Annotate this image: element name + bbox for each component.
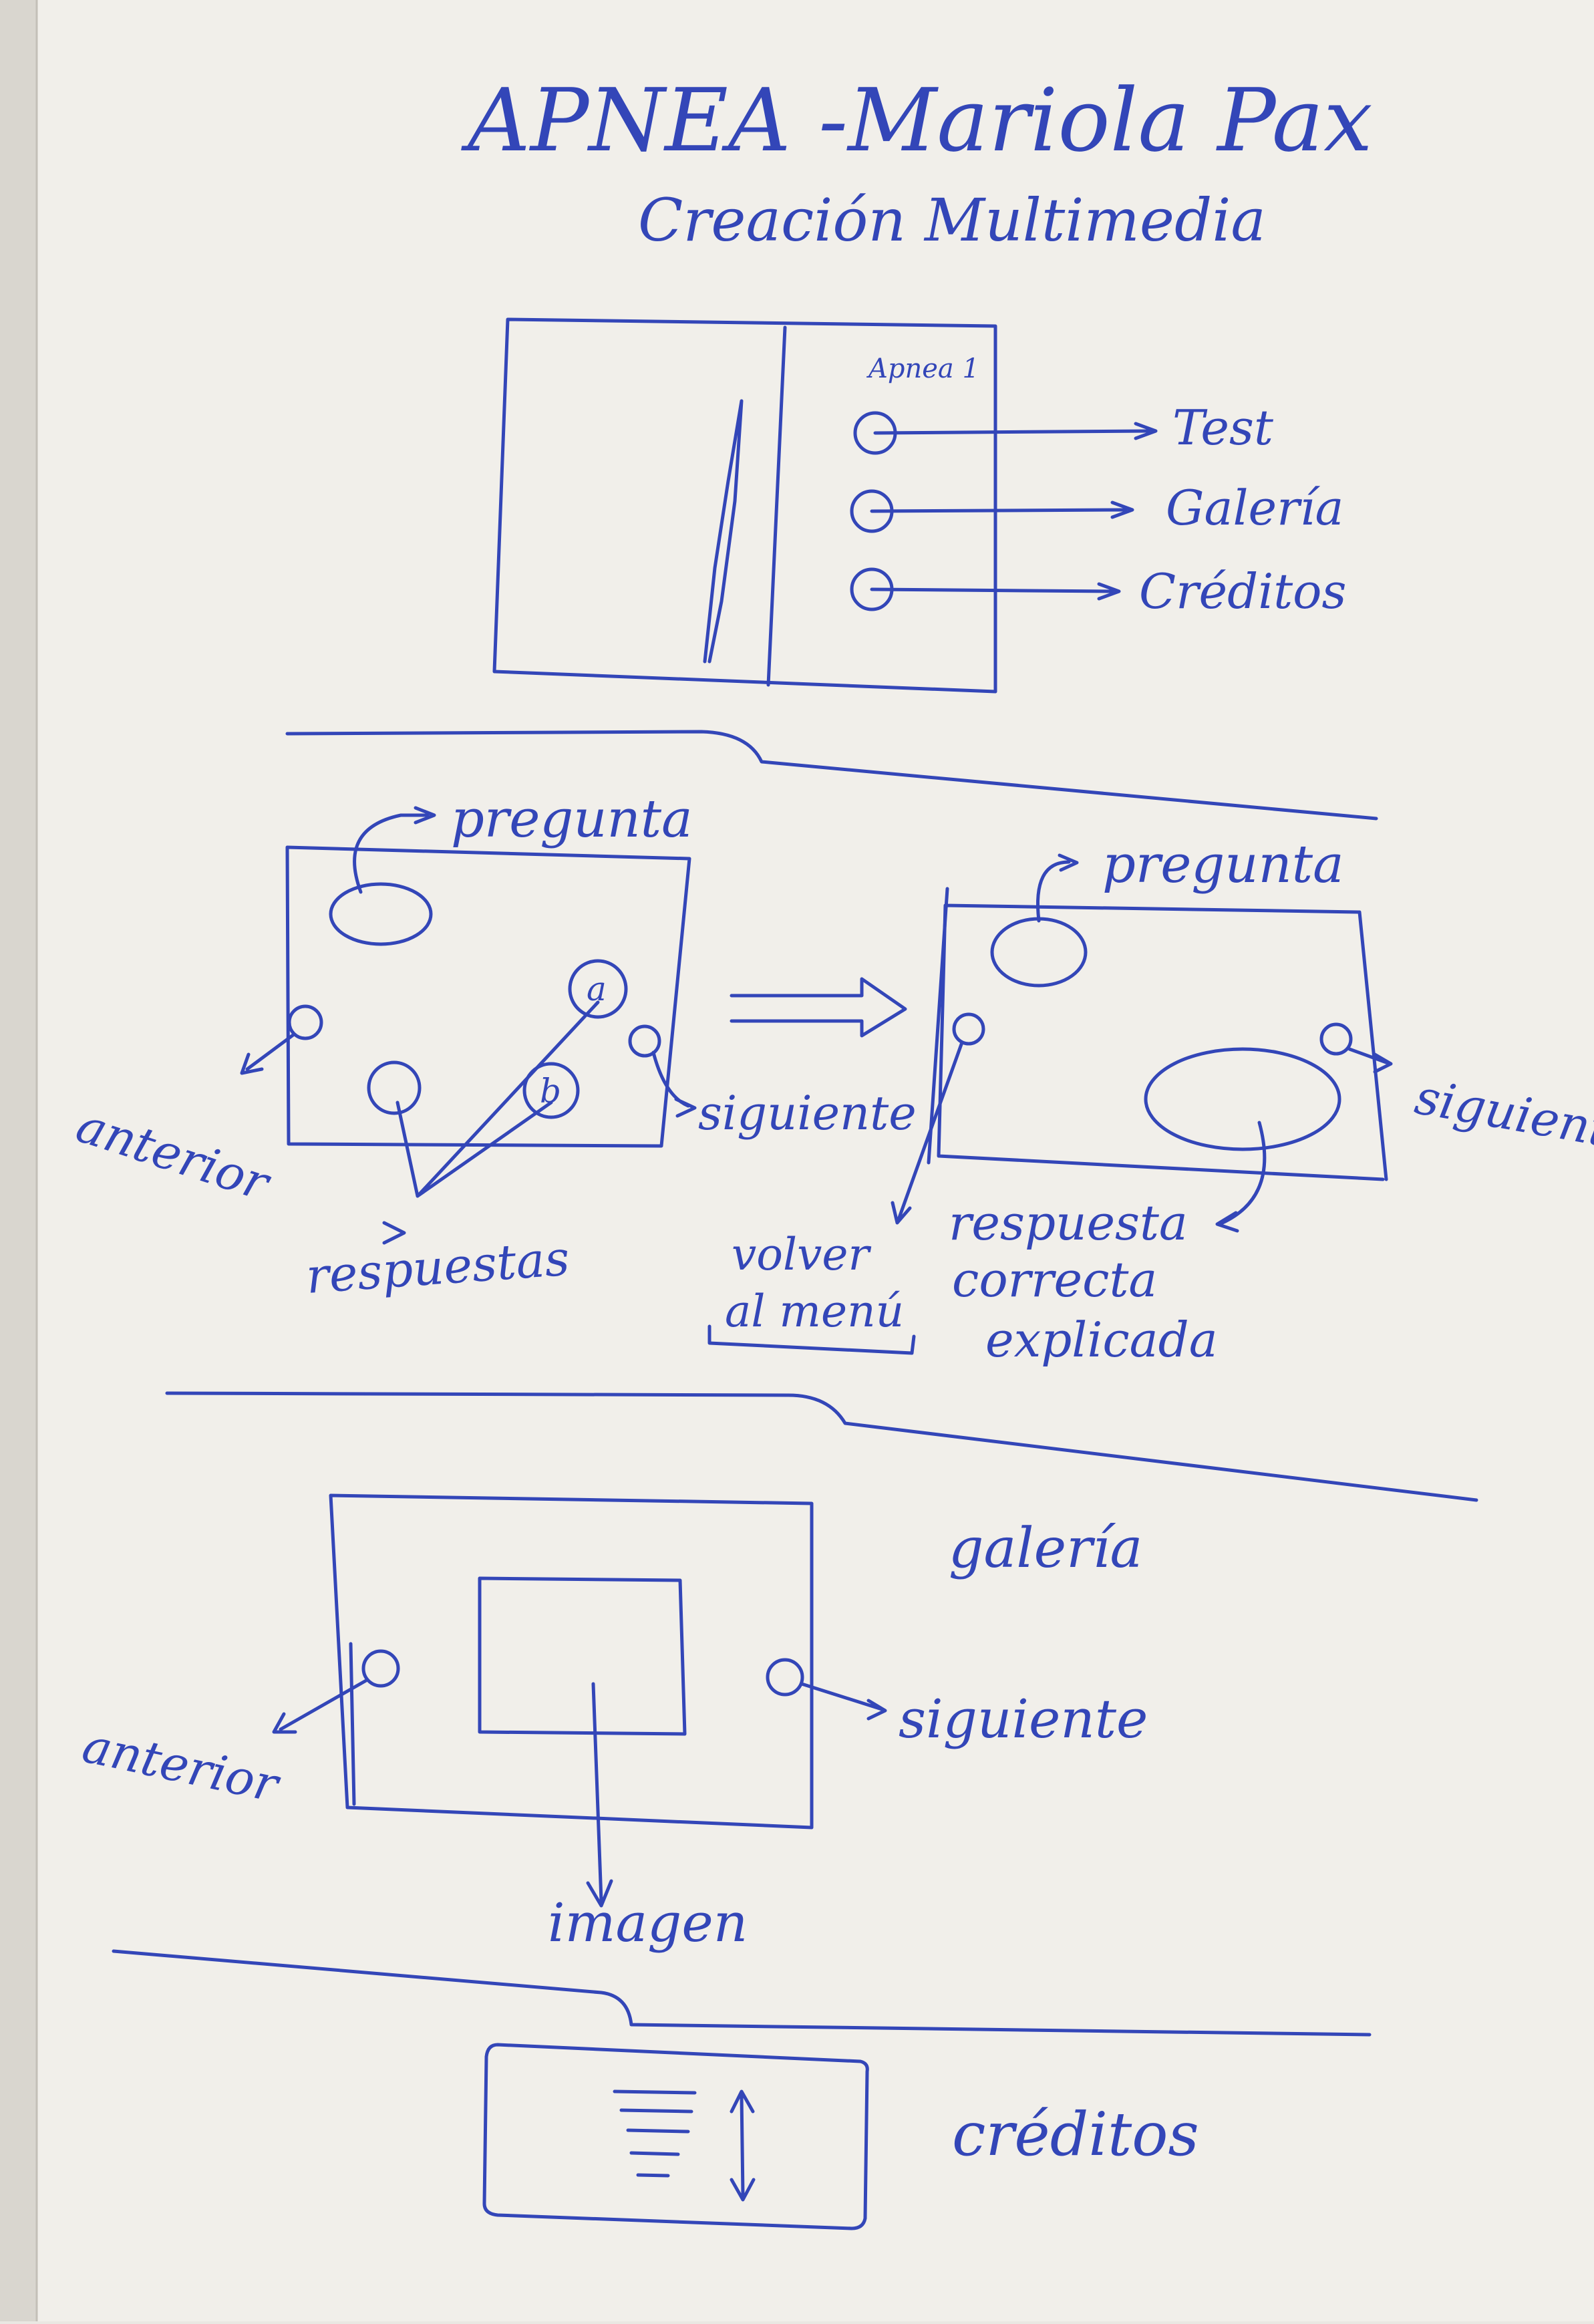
gallery-screen-back-edge xyxy=(349,1642,356,1806)
question-area-icon xyxy=(329,882,433,946)
menu-arrow xyxy=(870,508,1128,513)
menu-arrow xyxy=(873,429,1151,435)
question-label: pregunta xyxy=(451,789,693,849)
previous-button-icon xyxy=(287,1004,323,1040)
explanation-label-line3: explicada xyxy=(985,1312,1218,1368)
answer-screen-frame xyxy=(937,903,1388,1181)
next-label: siguiente xyxy=(899,1688,1148,1750)
menu-item-creditos: Créditos xyxy=(1139,563,1346,619)
explanation-area-icon xyxy=(1144,1047,1341,1151)
question-arrow-head-icon xyxy=(414,806,436,825)
previous-button-icon xyxy=(361,1649,400,1688)
back-arrow xyxy=(891,1040,964,1225)
section-separator xyxy=(112,1949,1372,2037)
menu-arrow-head-icon xyxy=(1134,422,1158,440)
binding-edge xyxy=(0,0,37,2321)
page-title: APNEA -Mariola Pax xyxy=(461,69,1373,171)
credits-heading: créditos xyxy=(952,2099,1199,2170)
back-label-line2: al menú xyxy=(725,1286,904,1337)
credits-text-lines-icon xyxy=(613,2089,697,2178)
next-arrow xyxy=(800,1682,887,1721)
menu-arrow xyxy=(870,587,1114,593)
menu-screen-frame xyxy=(492,317,997,694)
next-button-icon xyxy=(766,1658,804,1697)
page-subtitle: Creación Multimedia xyxy=(638,186,1266,255)
next-label: siguiente xyxy=(698,1086,917,1141)
next-button-icon xyxy=(628,1024,661,1058)
next-button-icon xyxy=(1319,1022,1353,1056)
credits-sketch: créditos xyxy=(482,2043,1199,2230)
menu-sketch: Apnea 1 Test Galería Créditos xyxy=(492,317,1346,694)
menu-corner-label: Apnea 1 xyxy=(866,353,979,384)
explanation-label-line1: respuesta xyxy=(949,1195,1188,1251)
next-arrow xyxy=(651,1050,697,1118)
explanation-label-line2: correcta xyxy=(952,1252,1157,1308)
previous-arrow xyxy=(272,1679,368,1734)
answer-c-icon xyxy=(367,1060,422,1115)
gallery-sketch: anterior siguiente imagen galería xyxy=(77,1493,1148,1954)
credits-screen-frame xyxy=(482,2043,869,2230)
back-label-bracket xyxy=(707,1324,916,1355)
test-answer-sketch: pregunta respuesta correcta explicada vo… xyxy=(707,835,1594,1368)
next-arrow xyxy=(1347,1047,1393,1074)
menu-divider xyxy=(766,325,787,687)
menu-image-scribble xyxy=(703,399,744,664)
answer-b-icon xyxy=(522,1062,580,1119)
image-label: imagen xyxy=(548,1892,748,1954)
section-separator xyxy=(285,730,1378,821)
question-arrow xyxy=(1035,860,1071,923)
question-screen-frame xyxy=(285,845,691,1148)
question-label: pregunta xyxy=(1102,835,1344,895)
gallery-heading: galería xyxy=(949,1517,1142,1580)
answers-arrows xyxy=(382,1000,600,1245)
answer-screen-back-edge xyxy=(927,887,949,1165)
question-arrow-head-icon xyxy=(1058,853,1079,872)
menu-arrow-head-icon xyxy=(1097,582,1121,601)
menu-arrow-head-icon xyxy=(1110,500,1134,519)
explanation-arrow xyxy=(1215,1121,1267,1233)
previous-arrow xyxy=(240,1032,296,1075)
section-separator xyxy=(165,1391,1478,1502)
gallery-image-frame xyxy=(478,1576,687,1736)
image-arrow xyxy=(586,1682,613,1908)
question-arrow xyxy=(353,813,430,894)
menu-item-galeria: Galería xyxy=(1166,480,1343,536)
scroll-arrow-icon xyxy=(730,2089,756,2202)
menu-item-test: Test xyxy=(1172,400,1274,456)
transition-arrow-icon xyxy=(730,977,907,1038)
answer-a-icon xyxy=(568,959,628,1019)
gallery-screen-frame xyxy=(329,1493,814,1830)
back-button-icon xyxy=(952,1012,985,1046)
back-label-line1: volver xyxy=(732,1229,871,1280)
